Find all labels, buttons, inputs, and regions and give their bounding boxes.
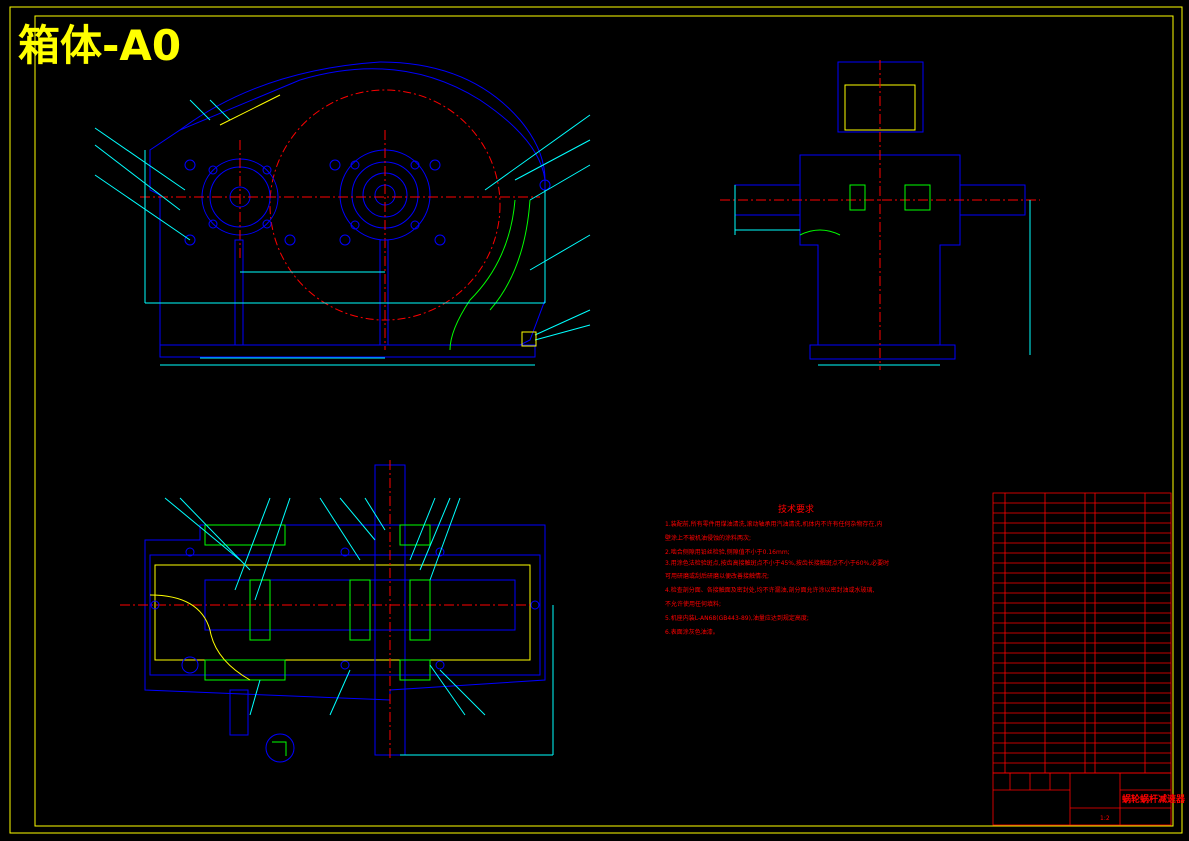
- top-bolts: [150, 547, 540, 674]
- notes-line-9: 6.表面涂灰色油漆。: [665, 628, 719, 636]
- title-block-name: 蜗轮蜗杆减速器: [1122, 793, 1186, 805]
- right-leg: [379, 239, 389, 346]
- outer-frame: [9, 6, 1183, 834]
- front-dimensions: [144, 150, 546, 366]
- notes-heading: 技术要求: [778, 503, 814, 515]
- side-view: [720, 60, 1040, 370]
- notes-line-2: 壁涂上不被机油侵蚀的涂料两次;: [665, 534, 751, 542]
- front-view: [94, 61, 591, 366]
- top-view: [120, 460, 554, 763]
- notes-line-7: 不允许使用任何填料;: [665, 600, 721, 608]
- inner-cavity: [154, 564, 531, 661]
- side-dimensions: [734, 185, 1031, 366]
- parts-list: [992, 492, 1172, 774]
- technical-notes: 技术要求 1.装配前,所有零件用煤油清洗,滚动轴承用汽油清洗,机体内不许有任何杂…: [665, 503, 889, 636]
- notes-line-3: 2.啮合侧隙用铅丝检验,侧隙值不小于0.16mm;: [665, 548, 790, 556]
- left-leg: [234, 239, 244, 346]
- notes-line-4: 3.用涂色法检验斑点,按齿高接触斑点不小于45%,按齿长接触斑点不小于60%,必…: [665, 559, 889, 567]
- section-detail: [265, 733, 295, 763]
- top-housing: [144, 524, 546, 701]
- base-plate: [159, 344, 536, 358]
- drawing-title: 箱体-A0: [18, 21, 181, 70]
- top-leaders: [164, 497, 486, 716]
- notes-line-5: 可用研磨或刮后研磨以便改善接触情况;: [665, 572, 769, 580]
- notes-line-8: 5.机座内装L-AN68(GB443-89),油量应达到规定高度;: [665, 614, 809, 622]
- bolt-holes: [184, 159, 551, 246]
- notes-line-1: 1.装配前,所有零件用煤油清洗,滚动轴承用汽油清洗,机体内不许有任何杂物存在,内: [665, 520, 882, 528]
- title-block-scale: 1:2: [1100, 815, 1110, 822]
- rib-hatch: [449, 199, 516, 351]
- top-dimensions: [400, 605, 554, 756]
- notes-line-6: 4.检查剖分面、各接触面及密封处,均不许漏油,剖分面允许涂以密封油或水玻璃,: [665, 586, 875, 594]
- front-leaders: [94, 99, 591, 341]
- inner-frame: [34, 15, 1174, 827]
- housing-cover-curve: [179, 61, 546, 181]
- title-block: 蜗轮蜗杆减速器 1:2: [992, 772, 1186, 826]
